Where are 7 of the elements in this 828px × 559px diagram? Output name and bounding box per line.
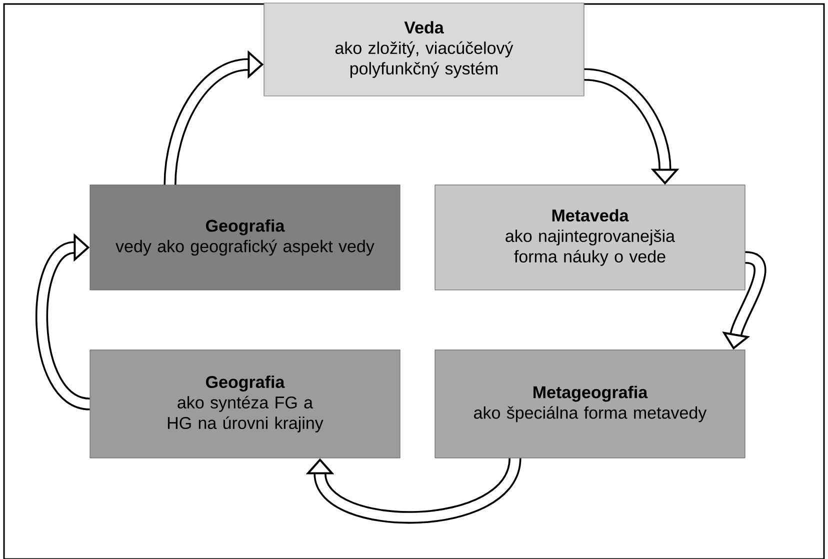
text-box: Veda ako zložitý, viacúčelový polyfunkčný systém <box>264 2 584 96</box>
block-arrow <box>306 456 522 524</box>
block-arrow <box>36 233 92 410</box>
text-box: Metaveda ako najintegrovanejšia forma náuky o vede <box>434 184 746 290</box>
text-box: Metageografia ako špeciálna forma metavedy <box>434 350 746 458</box>
text-box: Geografia vedy ako geografický aspekt vedy <box>90 184 400 290</box>
text-box: Geografia ako syntéza FG a HG na úrovni krajiny <box>90 350 400 458</box>
